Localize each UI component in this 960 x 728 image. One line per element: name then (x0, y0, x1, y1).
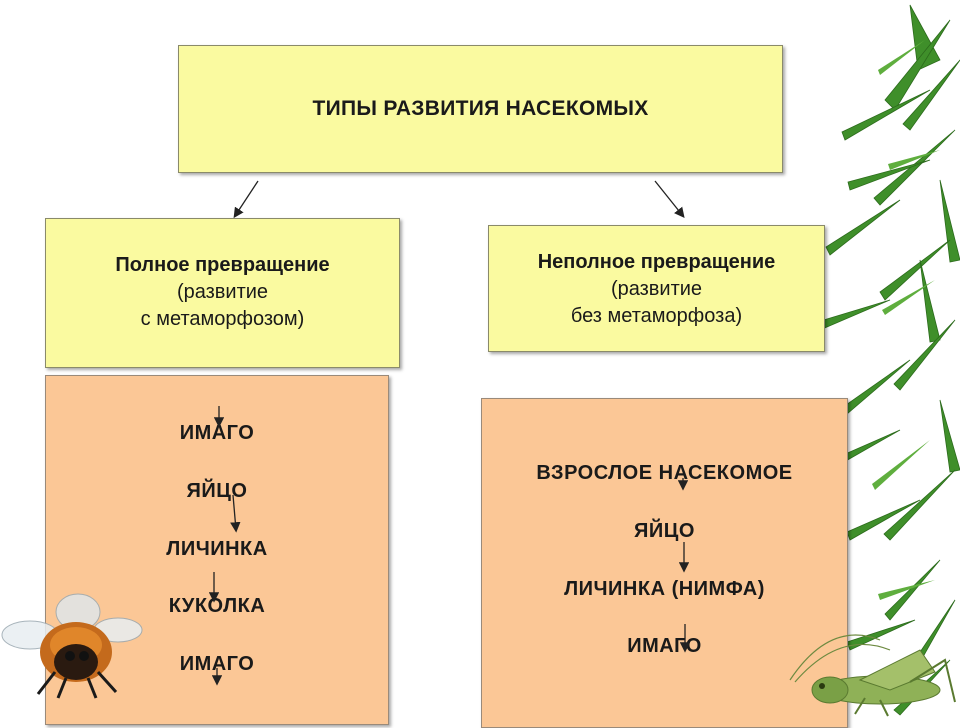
complete-metamorphosis-box: Полное превращение (развитие с метаморфо… (45, 218, 400, 368)
incomplete-stage-2: ЯЙЦО (634, 520, 695, 542)
complete-stage-5: ИМАГО (179, 653, 255, 675)
title-box: ТИПЫ РАЗВИТИЯ НАСЕКОМЫХ (178, 45, 783, 173)
bee-picture (1, 593, 143, 699)
complete-stage-3: ЛИЧИНКА (166, 538, 268, 560)
arrow-to-incomplete (654, 180, 685, 219)
incomplete-metamorphosis-sub1: (развитие (610, 278, 703, 300)
incomplete-stages-box: ВЗРОСЛОЕ НАСЕКОМОЕ ЯЙЦО ЛИЧИНКА (НИМФА) … (481, 398, 848, 728)
incomplete-stage-3: ЛИЧИНКА (НИМФА) (564, 578, 765, 600)
diagram-title: ТИПЫ РАЗВИТИЯ НАСЕКОМЫХ (312, 97, 649, 120)
complete-metamorphosis-sub2: с метаморфозом) (140, 308, 305, 330)
bamboo-leaves-decoration (816, 4, 960, 716)
complete-stage-1: ИМАГО (179, 422, 255, 444)
incomplete-stage-1: ВЗРОСЛОЕ НАСЕКОМОЕ (536, 462, 793, 484)
complete-stage-4: КУКОЛКА (168, 595, 266, 617)
arrow-to-complete (233, 180, 259, 219)
complete-stage-2: ЯЙЦО (186, 480, 248, 502)
incomplete-metamorphosis-sub2: без метаморфоза) (570, 305, 743, 327)
complete-metamorphosis-sub1: (развитие (176, 281, 269, 303)
incomplete-metamorphosis-box: Неполное превращение (развитие без метам… (488, 225, 825, 352)
grasshopper-picture (789, 634, 956, 717)
complete-metamorphosis-heading: Полное превращение (115, 254, 330, 276)
incomplete-metamorphosis-heading: Неполное превращение (537, 251, 776, 273)
